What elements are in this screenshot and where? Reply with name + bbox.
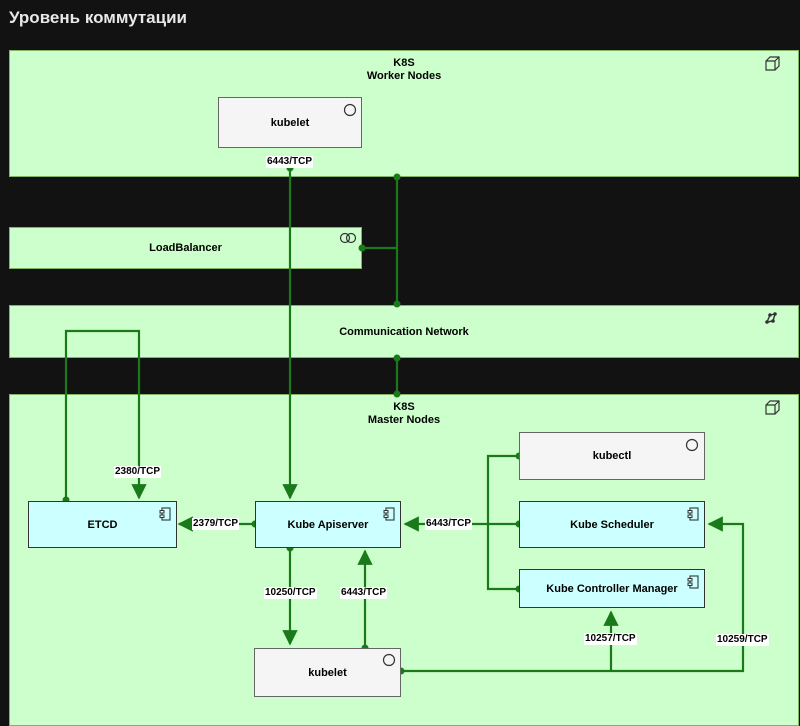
- edge-label-api-kubelet: 10250/TCP: [264, 587, 317, 599]
- process-icon: [382, 653, 396, 667]
- edge-kubelet-bus: [401, 516, 745, 673]
- communication-network-region[interactable]: Communication Network: [9, 305, 799, 358]
- network-icon: [765, 312, 777, 324]
- edge-label-scheduler: 10259/TCP: [716, 634, 769, 646]
- worker-kubelet-node[interactable]: kubelet: [218, 97, 362, 148]
- loadbalancer-region[interactable]: LoadBalancer: [9, 227, 362, 269]
- worker-nodes-region[interactable]: K8S Worker Nodes: [9, 50, 799, 177]
- edge-label-api-etcd: 2379/TCP: [192, 518, 240, 530]
- component-icon: [687, 575, 699, 589]
- worker-region-subtitle: Worker Nodes: [366, 70, 442, 82]
- controller-manager-label: Kube Controller Manager: [546, 582, 678, 595]
- master-kubelet-node[interactable]: kubelet: [254, 648, 401, 697]
- etcd-label: ETCD: [87, 518, 118, 531]
- scheduler-label: Kube Scheduler: [570, 518, 654, 531]
- page-title: Уровень коммутации: [9, 8, 187, 27]
- kubectl-label: kubectl: [592, 450, 632, 462]
- node-icon: [765, 56, 780, 71]
- node-icon: [765, 400, 780, 415]
- edge-label-controller-manager: 10257/TCP: [584, 633, 637, 645]
- kube-controller-manager-component[interactable]: Kube Controller Manager: [519, 569, 705, 608]
- kubectl-node[interactable]: kubectl: [519, 432, 705, 480]
- component-icon: [159, 507, 171, 521]
- process-icon: [343, 103, 357, 117]
- interface-icon: [339, 232, 357, 244]
- worker-kubelet-label: kubelet: [270, 116, 310, 129]
- component-icon: [687, 507, 699, 521]
- edge-label-etcd-peer: 2380/TCP: [114, 466, 162, 478]
- worker-region-title: K8S: [393, 57, 415, 69]
- apiserver-label: Kube Apiserver: [287, 518, 369, 531]
- network-label: Communication Network: [339, 326, 469, 338]
- etcd-component[interactable]: ETCD: [28, 501, 177, 548]
- kube-apiserver-component[interactable]: Kube Apiserver: [255, 501, 401, 548]
- process-icon: [685, 438, 699, 452]
- edge-label-to-api: 6443/TCP: [425, 518, 473, 530]
- master-kubelet-label: kubelet: [308, 666, 347, 679]
- edge-label-kubelet-api: 6443/TCP: [340, 587, 388, 599]
- component-icon: [383, 507, 395, 521]
- edge-label-worker-kubelet: 6443/TCP: [266, 156, 314, 168]
- kube-scheduler-component[interactable]: Kube Scheduler: [519, 501, 705, 548]
- master-region-subtitle: Master Nodes: [367, 414, 441, 426]
- edge-kubectl-cm-bus: [486, 454, 519, 591]
- edge-etcd-peer: [64, 329, 147, 500]
- loadbalancer-label: LoadBalancer: [149, 242, 222, 254]
- master-region-title: K8S: [393, 401, 415, 413]
